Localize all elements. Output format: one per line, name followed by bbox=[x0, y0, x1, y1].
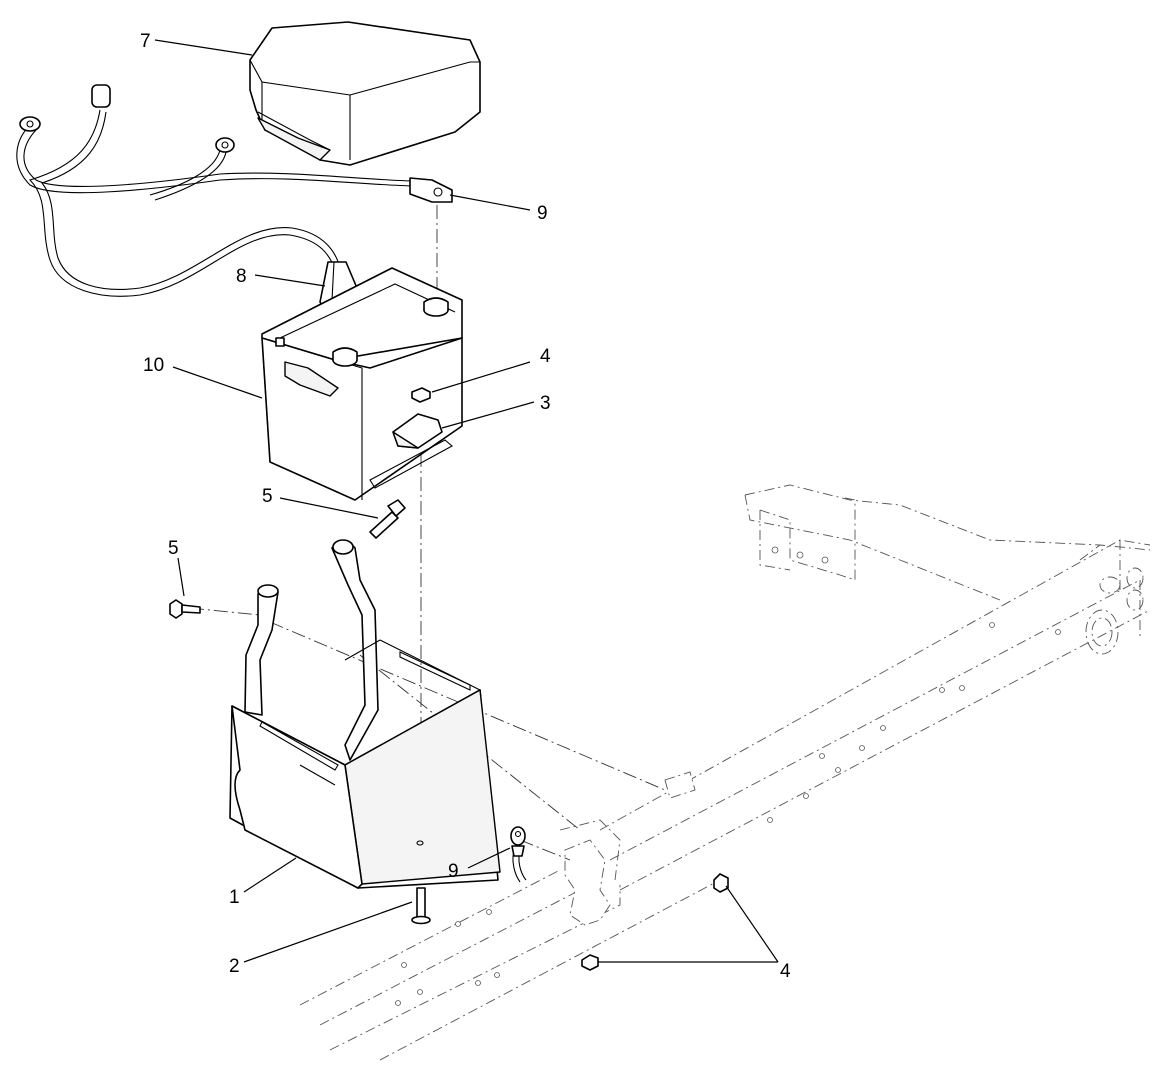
callout-1: 1 bbox=[229, 887, 240, 908]
carriage-bolt bbox=[411, 887, 431, 925]
j-bolts bbox=[169, 499, 406, 761]
callout-5-upper: 5 bbox=[262, 486, 273, 507]
callouts: 7 9 8 10 4 3 5 5 1 2 9 4 bbox=[140, 31, 791, 982]
battery bbox=[261, 267, 463, 501]
callout-9-top: 9 bbox=[537, 203, 548, 224]
callout-10: 10 bbox=[143, 355, 164, 376]
callout-5-left: 5 bbox=[168, 538, 179, 559]
battery-cover bbox=[249, 21, 481, 166]
callout-2: 2 bbox=[229, 956, 240, 977]
callout-3: 3 bbox=[540, 393, 551, 414]
frame-phantom bbox=[299, 484, 1151, 1061]
callout-4-bottom: 4 bbox=[780, 961, 791, 982]
battery-tray bbox=[229, 639, 501, 889]
leader-lines bbox=[154, 39, 779, 963]
callout-7: 7 bbox=[140, 31, 151, 52]
frame-nuts bbox=[581, 873, 729, 971]
ground-cable bbox=[510, 826, 527, 883]
callout-4-top: 4 bbox=[540, 346, 551, 367]
hold-down-clamp bbox=[392, 387, 443, 449]
callout-9-bottom: 9 bbox=[448, 861, 459, 882]
frame-holes bbox=[395, 622, 1061, 1006]
callout-8: 8 bbox=[236, 266, 247, 287]
